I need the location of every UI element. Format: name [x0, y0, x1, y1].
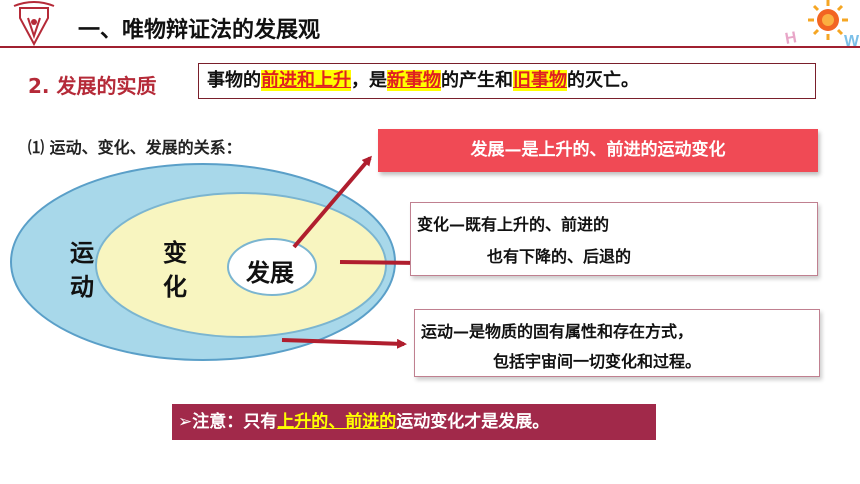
change-line-2: 也有下降的、后退的: [487, 247, 632, 266]
definition-text-4: 的灭亡。: [567, 70, 639, 91]
sun-decoration-icon: H W: [784, 0, 860, 48]
svg-text:H: H: [784, 29, 798, 48]
page-title: 一、唯物辩证法的发展观: [78, 18, 321, 43]
inner-ellipse-label: 发展: [246, 259, 294, 287]
svg-text:W: W: [844, 33, 860, 48]
note-suffix: 运动变化才是发展。: [396, 412, 550, 432]
arrow-to-development: [292, 155, 372, 249]
relation-title: ⑴ 运动、变化、发展的关系：: [28, 138, 242, 157]
development-box: 发展—是上升的、前进的运动变化: [378, 129, 818, 172]
definition-highlight-2: 新事物: [387, 70, 441, 91]
motion-line-2: 包括宇宙间一切变化和过程。: [493, 352, 702, 371]
header-divider: [0, 46, 860, 48]
definition-highlight-3: 旧事物: [513, 70, 567, 91]
note-prefix: ➢注意：只有: [178, 412, 278, 432]
definition-highlight-1: 前进和上升: [261, 70, 351, 91]
definition-text-2: ，是: [351, 70, 387, 91]
change-line-1: 变化—既有上升的、前进的: [417, 215, 610, 234]
note-highlight: 上升的、前进的: [277, 412, 397, 432]
definition-text-3: 的产生和: [441, 70, 513, 91]
section-label: 2. 发展的实质: [28, 74, 157, 98]
arrow-to-motion: [281, 338, 407, 349]
middle-ellipse-label: 变 化: [163, 239, 187, 301]
motion-box: 运动—是物质的固有属性和存在方式， 包括宇宙间一切变化和过程。: [414, 309, 820, 377]
motion-line-1: 运动—是物质的固有属性和存在方式，: [421, 322, 694, 341]
pen-nib-icon: [13, 1, 55, 47]
change-box: 变化—既有上升的、前进的 也有下降的、后退的: [410, 202, 818, 276]
outer-ellipse-label: 运 动: [70, 239, 94, 301]
note-box: ➢注意：只有上升的、前进的运动变化才是发展。: [172, 404, 656, 440]
definition-text-1: 事物的: [207, 70, 261, 91]
arrow-to-change: [339, 257, 423, 268]
inner-ellipse-development: [227, 238, 317, 296]
definition-box: 事物的前进和上升，是新事物的产生和旧事物的灭亡。: [198, 63, 816, 99]
